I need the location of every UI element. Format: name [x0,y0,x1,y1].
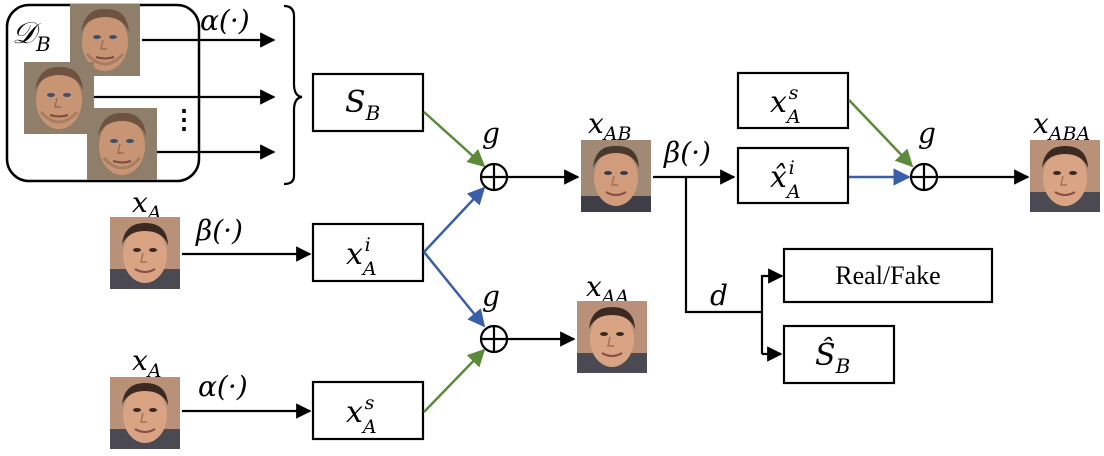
x-a-s-text: xAs [346,392,377,438]
face-photo-icon [109,376,181,450]
x-a-label-2: xA [132,344,162,382]
face-photo-icon [85,106,159,182]
real-fake-box [782,247,994,304]
domain-set-label: 𝒟B [12,16,51,56]
x-a-i-hat-box [736,146,850,205]
blue-arrow-xai-to-g1 [423,186,486,253]
g-label-1: g [482,117,500,150]
vdots-icon: ⋮ [171,105,197,134]
s-b-hat-text: ŜB [815,337,850,378]
face-photo-icon [580,139,652,213]
x-a-s-top-box [736,71,850,130]
face-photo-icon [576,300,648,374]
beta-label-mid: β(·) [195,214,243,247]
arrow-to-real-fake [760,268,784,354]
green-arrow-xas-to-g2 [423,348,486,413]
face-photo-icon [109,216,181,290]
circle-plus-icon [479,162,509,192]
s-b-box [311,72,425,133]
circle-plus-icon [479,324,509,354]
circle-plus-icon [909,162,939,192]
g-label-2: g [482,280,500,313]
line-xab-to-discriminator [684,177,762,314]
g-label-3: g [918,117,936,150]
green-arrow-sb-to-g1 [423,111,486,168]
beta-label-right: β(·) [663,136,711,169]
d-label: d [710,279,728,312]
x-aba-label: xABA [1033,107,1090,145]
x-a-i-text: xAi [346,234,377,280]
alpha-label-bottom: α(·) [198,370,248,403]
x-a-s-box [311,380,425,441]
face-photo-icon [22,60,96,136]
x-a-i-hat-text: x̂Ai [770,157,801,203]
blue-arrow-xai-to-g2 [423,251,486,328]
green-arrow-xas-to-g3 [848,99,914,168]
alpha-label-top: α(·) [200,4,250,37]
x-ab-label: xAB [588,107,632,145]
s-b-text: SB [345,85,380,125]
x-a-s-top-text: xAs [770,82,801,128]
x-a-i-box [311,222,425,283]
real-fake-text: Real/Fake [835,261,940,290]
curly-brace [283,4,303,186]
face-photo-icon [1029,139,1101,213]
s-b-hat-box [782,324,896,385]
